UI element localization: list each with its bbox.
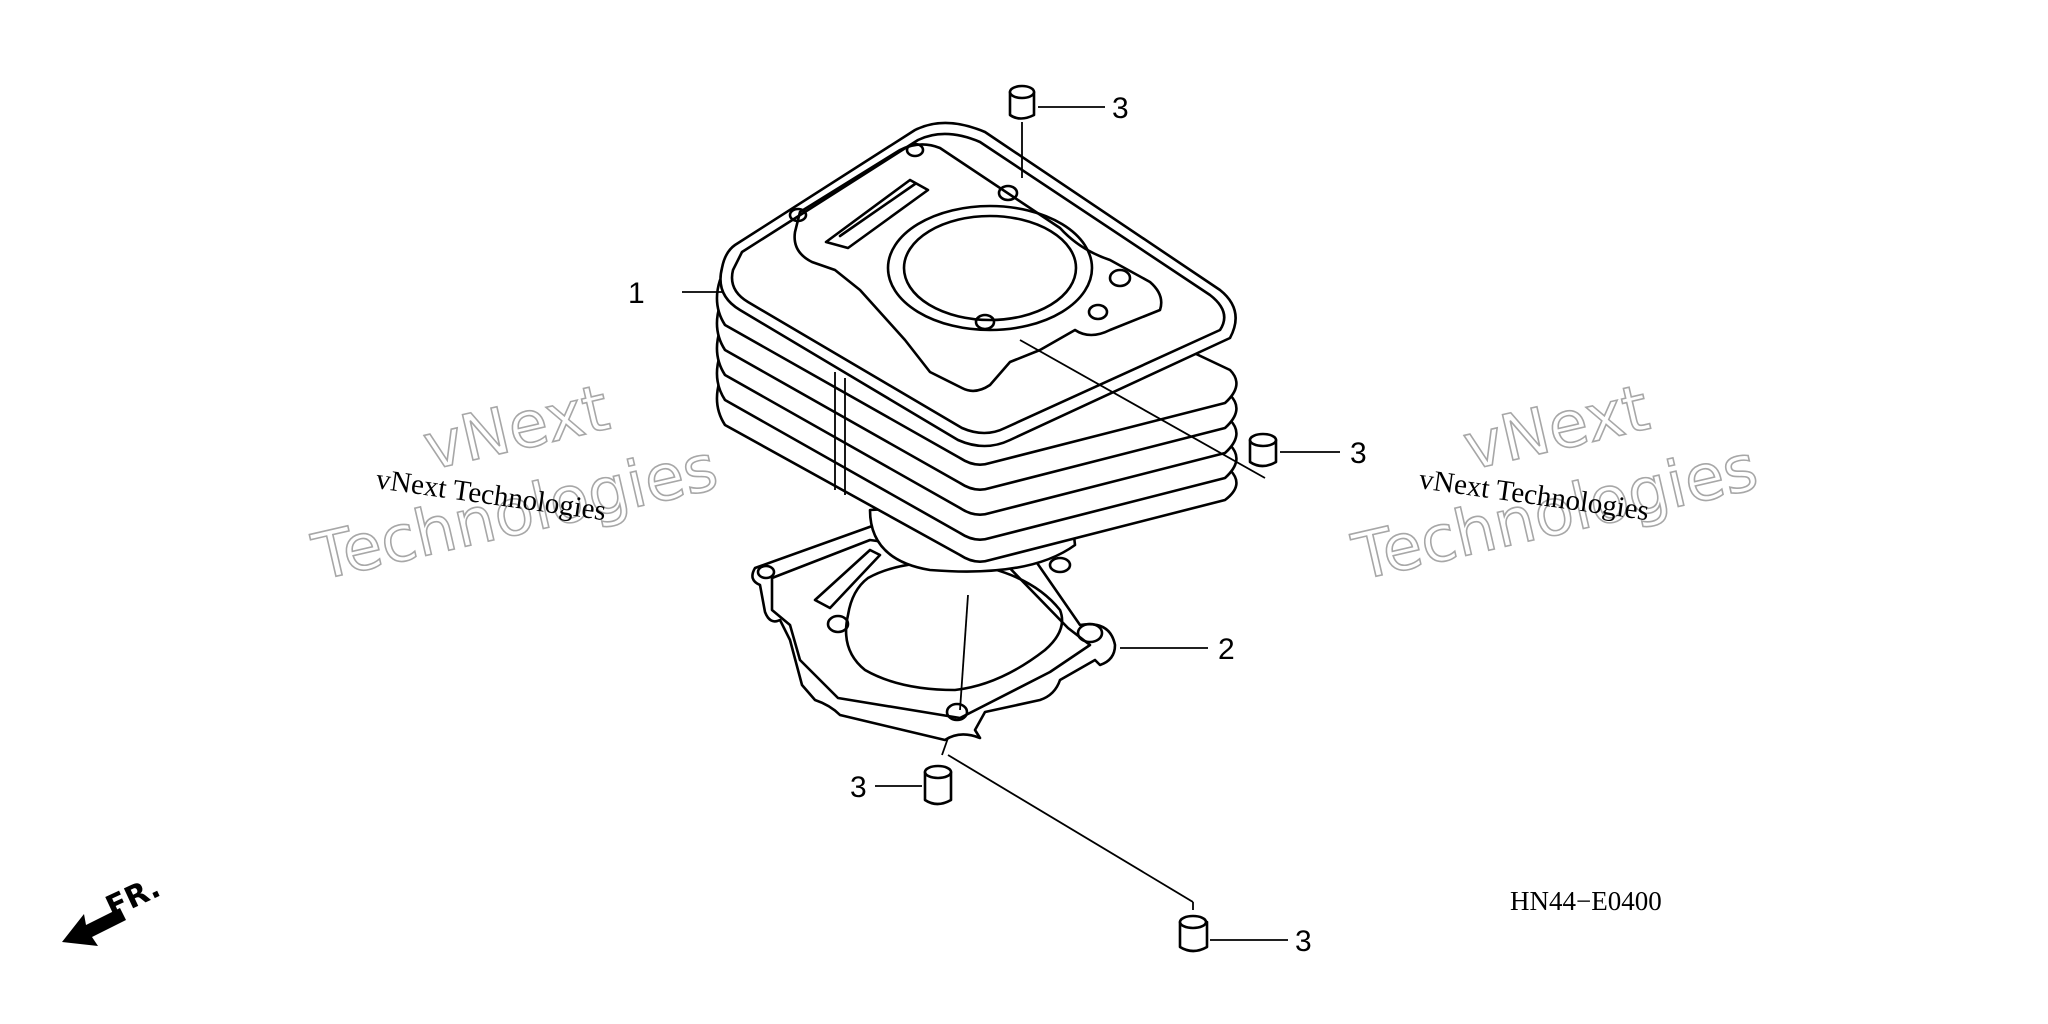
front-direction-marker: FR. [62,870,166,946]
alignment-lines [941,122,1266,910]
dowel-pin-top [1008,84,1036,120]
diagram-code: HN44−E0400 [1510,886,1662,916]
callout-3-right: 3 [1350,437,1367,470]
callout-2: 2 [1218,633,1235,666]
dowel-pin-bottom [1178,914,1209,953]
callout-3-top: 3 [1112,92,1129,125]
callout-3-bottom: 3 [1295,925,1312,958]
dowel-pin-lower-left [923,764,953,806]
callout-3-lower-left: 3 [850,771,867,804]
arrow-icon [62,908,126,946]
callout-leaders [682,106,1340,941]
dowel-pin-right [1248,432,1278,468]
cylinder-part-1 [715,121,1238,573]
callout-1: 1 [628,277,645,310]
